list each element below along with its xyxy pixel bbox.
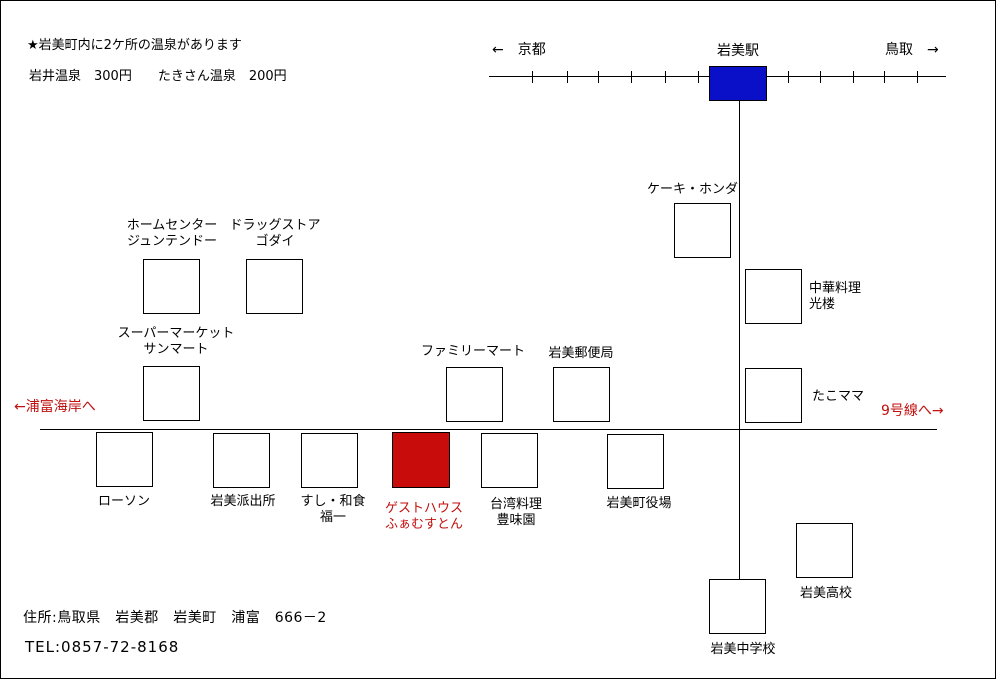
family-mart-label: ファミリーマート bbox=[420, 344, 526, 359]
rail-tick bbox=[631, 71, 632, 83]
high-school-building[interactable] bbox=[796, 523, 853, 578]
cake-shop-label: ケーキ・ホンダ bbox=[647, 182, 739, 197]
rail-east-label: 鳥取 → bbox=[885, 42, 939, 58]
home-center-building[interactable] bbox=[143, 259, 200, 314]
drugstore-label: ドラッグストアゴダイ bbox=[229, 218, 321, 249]
supermarket-building[interactable] bbox=[143, 366, 200, 421]
sushi-label: すし・和食福一 bbox=[300, 494, 366, 525]
hot-spring-prices: 岩井温泉 300円 たきさん温泉 200円 bbox=[29, 69, 287, 84]
junior-high-building[interactable] bbox=[709, 579, 766, 634]
junior-high-label: 岩美中学校 bbox=[710, 642, 776, 657]
rail-tick bbox=[884, 71, 885, 83]
police-box-building[interactable] bbox=[213, 433, 270, 488]
chinese-restaurant-label: 中華料理光楼 bbox=[809, 281, 862, 312]
rail-tick bbox=[598, 71, 599, 83]
guesthouse-label: ゲストハウスふぁむすとん bbox=[384, 501, 464, 532]
west-direction: ←浦富海岸へ bbox=[14, 399, 96, 415]
supermarket-label: スーパーマーケットサンマート bbox=[117, 326, 235, 357]
chinese-restaurant-building[interactable] bbox=[745, 269, 802, 324]
address-text: 住所:鳥取県 岩美郡 岩美町 浦富 666－2 bbox=[23, 610, 327, 626]
main-road bbox=[40, 429, 937, 430]
taiwan-restaurant-building[interactable] bbox=[481, 433, 538, 488]
rail-tick bbox=[788, 71, 789, 83]
town-hall-label: 岩美町役場 bbox=[606, 496, 672, 511]
drugstore-building[interactable] bbox=[246, 259, 303, 314]
police-box-label: 岩美派出所 bbox=[210, 494, 276, 509]
taiwan-restaurant-label: 台湾料理豊味園 bbox=[489, 497, 543, 528]
town-hall-building[interactable] bbox=[607, 434, 664, 489]
home-center-label: ホームセンタージュンテンドー bbox=[126, 218, 218, 249]
station-label: 岩美駅 bbox=[717, 43, 759, 59]
guesthouse-building[interactable] bbox=[392, 432, 450, 488]
phone-text: TEL:0857-72-8168 bbox=[25, 638, 180, 656]
post-office-label: 岩美郵便局 bbox=[548, 346, 614, 361]
family-mart-building[interactable] bbox=[446, 367, 503, 422]
post-office-building[interactable] bbox=[553, 367, 610, 422]
rail-tick bbox=[917, 71, 918, 83]
rail-west-label: ← 京都 bbox=[492, 42, 546, 58]
lawson-building[interactable] bbox=[96, 432, 153, 487]
east-direction: 9号線へ→ bbox=[881, 403, 944, 419]
lawson-label: ローソン bbox=[97, 494, 151, 509]
rail-tick bbox=[820, 71, 821, 83]
sushi-building[interactable] bbox=[301, 433, 358, 488]
rail-tick bbox=[698, 71, 699, 83]
high-school-label: 岩美高校 bbox=[799, 586, 853, 601]
rail-tick bbox=[853, 71, 854, 83]
cake-shop-building[interactable] bbox=[674, 203, 731, 258]
rail-tick bbox=[567, 71, 568, 83]
station-road bbox=[739, 101, 740, 579]
station-marker[interactable] bbox=[709, 66, 767, 101]
takomama-building[interactable] bbox=[745, 368, 802, 423]
rail-tick bbox=[665, 71, 666, 83]
hot-spring-note: ★岩美町内に2ケ所の温泉があります bbox=[27, 38, 242, 53]
rail-tick bbox=[532, 71, 533, 83]
takomama-label: たこママ bbox=[812, 389, 865, 404]
